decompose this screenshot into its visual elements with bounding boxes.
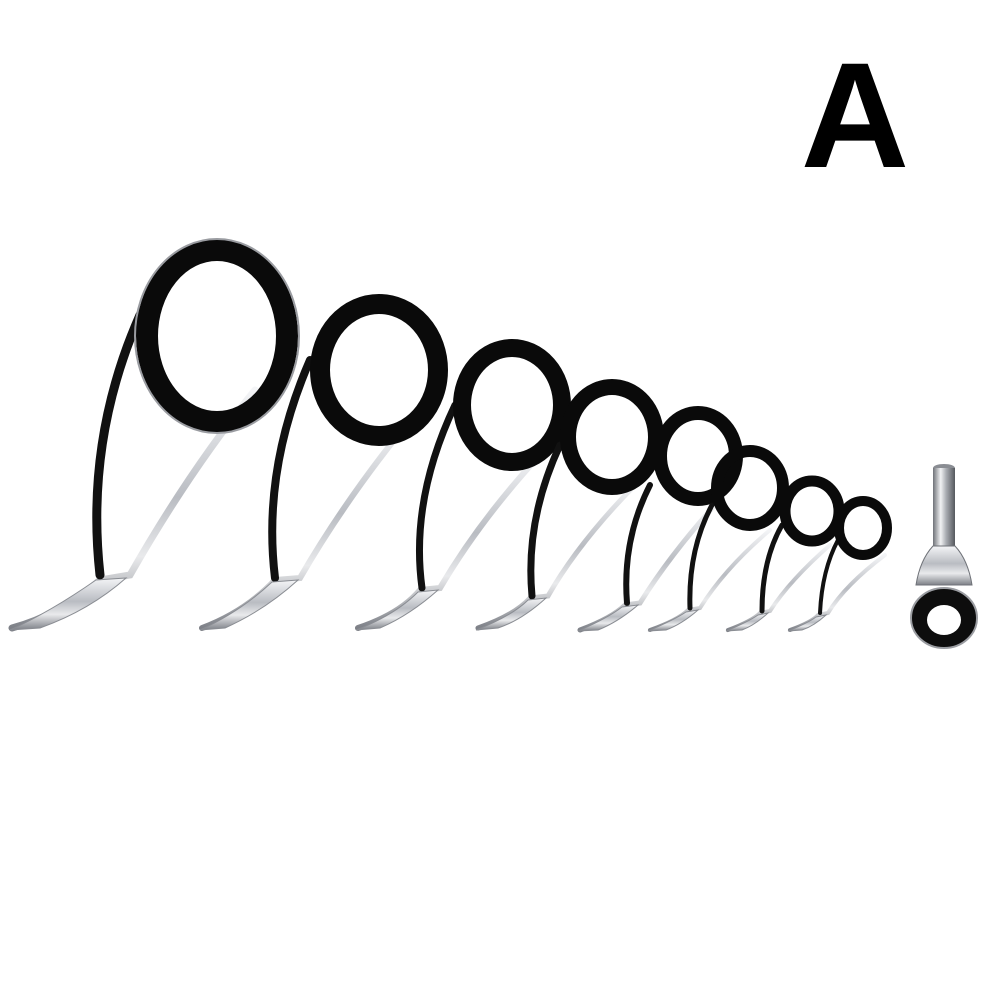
guide-frame-black	[92, 310, 145, 580]
rod-guide-5	[577, 406, 743, 633]
guide-foot	[9, 577, 128, 631]
rod-guide-4	[475, 379, 664, 631]
rod-guide-2	[199, 294, 448, 631]
rod-guide-3	[355, 339, 571, 631]
rod-guide-1	[8, 238, 300, 632]
rod-guide-6	[647, 445, 789, 632]
guide-ring	[136, 239, 298, 433]
variant-label: A	[800, 31, 910, 199]
rod-tip-top	[910, 464, 978, 649]
rod-guide-8	[787, 496, 892, 632]
